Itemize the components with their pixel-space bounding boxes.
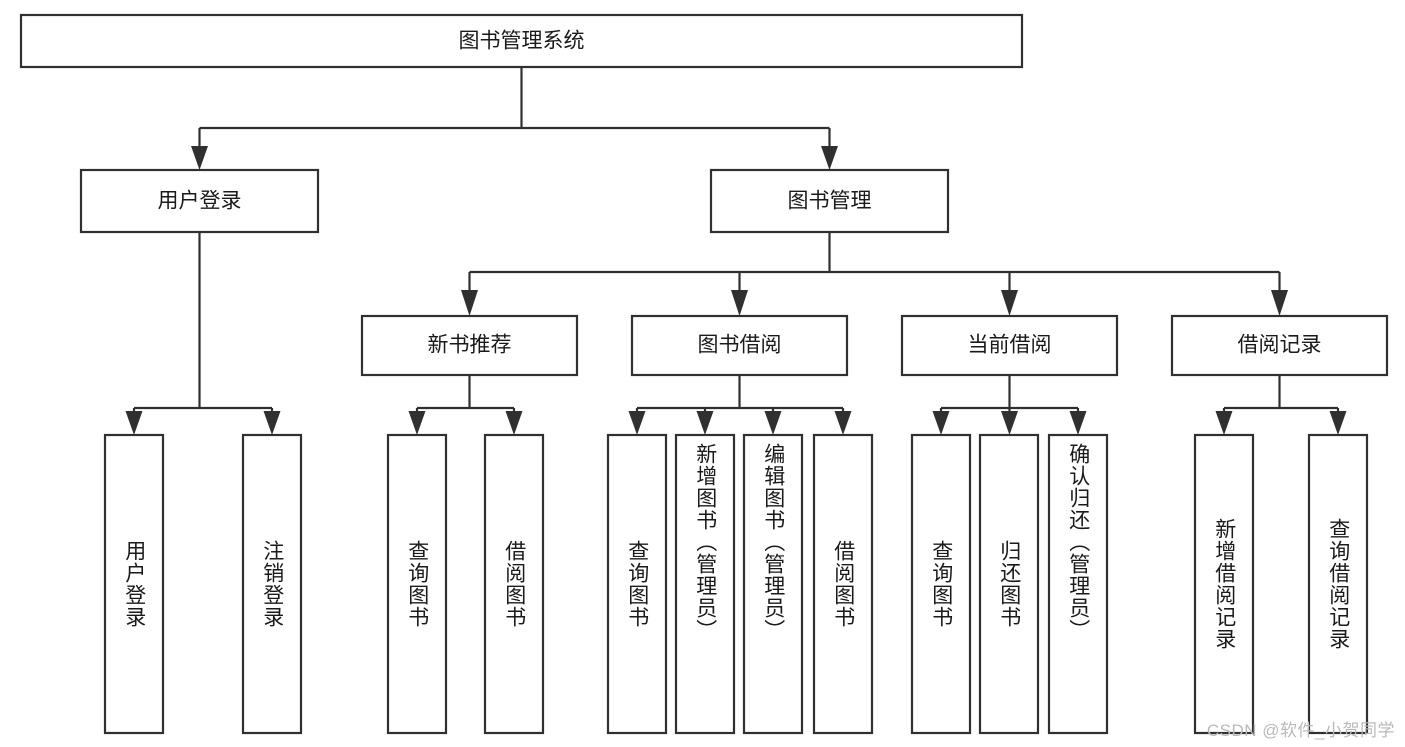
- leaf-box-add-record[interactable]: [1193, 433, 1255, 735]
- leaf-label-borrow-books-b: 借阅图书: [831, 540, 855, 628]
- node-user-login-label: 用户登录: [158, 190, 242, 213]
- node-new-books-box[interactable]: [360, 314, 579, 377]
- arrow-records: [1271, 290, 1288, 316]
- leaf-label-query-books-c: 查询图书: [929, 540, 953, 628]
- arrow-leaf-confirm-return: [1069, 411, 1087, 435]
- leaf-label-confirm-return: 确认归还（管理员）: [1066, 443, 1090, 641]
- node-book-mgmt-label: 图书管理: [788, 190, 872, 213]
- leaf-label-query-books-b: 查询图书: [625, 540, 649, 628]
- leaf-label-user-login: 用户登录: [122, 540, 146, 628]
- leaf-label-query-record: 查询借阅记录: [1326, 518, 1350, 650]
- leaf-box-return-book[interactable]: [978, 433, 1040, 735]
- arrow-leaf-edit-book: [764, 411, 782, 435]
- leaf-label-borrow-books-a: 借阅图书: [502, 540, 526, 628]
- arrow-leaf-logout: [263, 411, 281, 435]
- node-borrow-label: 图书借阅: [698, 334, 782, 357]
- arrow-leaf-query-record: [1329, 411, 1347, 435]
- node-user-login-box[interactable]: [79, 168, 320, 234]
- arrow-to-book-mgmt: [821, 146, 838, 170]
- leaf-label-return-book: 归还图书: [997, 540, 1021, 628]
- node-borrow-box[interactable]: [630, 314, 849, 377]
- arrow-current: [1001, 290, 1018, 316]
- arrow-leaf-query-books-a: [408, 411, 426, 435]
- leaf-box-user-login[interactable]: [103, 433, 165, 735]
- leaf-box-confirm-return[interactable]: [1047, 433, 1109, 735]
- leaf-label-edit-book: 编辑图书（管理员）: [761, 443, 785, 641]
- arrow-to-user-login: [191, 146, 208, 170]
- leaf-label-query-books-a: 查询图书: [405, 540, 429, 628]
- arrow-leaf-query-books-c: [932, 411, 950, 435]
- node-current-box[interactable]: [900, 314, 1119, 377]
- connector-layer: [125, 67, 1347, 435]
- leaf-box-query-books-a[interactable]: [386, 433, 448, 735]
- leaf-box-borrow-books-a[interactable]: [483, 433, 545, 735]
- leaf-box-edit-book[interactable]: [742, 433, 804, 735]
- arrow-new-books: [461, 290, 478, 316]
- arrow-leaf-return-book: [1001, 411, 1018, 435]
- node-current-label: 当前借阅: [968, 334, 1052, 357]
- csdn-watermark: CSDN @软件_小贺同学: [1206, 721, 1395, 740]
- arrow-leaf-user-login: [125, 411, 143, 435]
- node-layer: 图书管理系统 用户登录 图书管理 新书推荐 图书借阅 当前借阅 借阅记录: [19, 13, 1389, 735]
- node-book-mgmt-box[interactable]: [709, 168, 950, 234]
- arrow-borrow: [731, 290, 748, 316]
- leaf-box-query-books-c[interactable]: [910, 433, 972, 735]
- arrow-leaf-borrow-books-b: [834, 411, 852, 435]
- node-records-box[interactable]: [1170, 314, 1389, 377]
- node-root-label: 图书管理系统: [459, 30, 585, 53]
- node-new-books-label: 新书推荐: [428, 334, 512, 357]
- node-root-box[interactable]: [19, 13, 1024, 69]
- node-records-label: 借阅记录: [1238, 334, 1322, 357]
- leaf-label-add-record: 新增借阅记录: [1212, 518, 1236, 650]
- leaf-box-logout[interactable]: [241, 433, 303, 735]
- arrow-leaf-add-book: [696, 411, 714, 435]
- leaf-label-logout: 注销登录: [260, 540, 284, 628]
- arrow-leaf-borrow-books-a: [505, 411, 523, 435]
- leaf-box-query-books-b[interactable]: [606, 433, 668, 735]
- arrow-leaf-add-record: [1215, 411, 1233, 435]
- leaf-box-add-book[interactable]: [674, 433, 736, 735]
- leaf-box-query-record[interactable]: [1307, 433, 1369, 735]
- leaf-box-borrow-books-b[interactable]: [812, 433, 874, 735]
- leaf-label-add-book: 新增图书（管理员）: [693, 443, 717, 641]
- arrow-leaf-query-books-b: [628, 411, 646, 435]
